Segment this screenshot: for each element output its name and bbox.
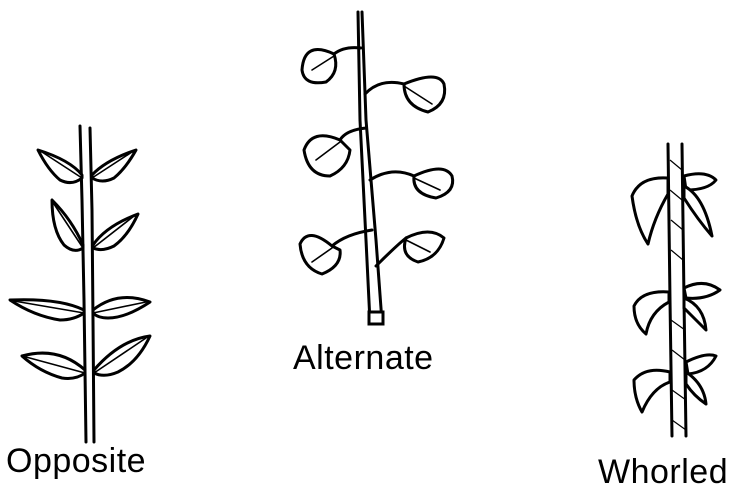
label-whorled: Whorled xyxy=(598,455,728,489)
label-alternate: Alternate xyxy=(293,341,434,375)
label-opposite: Opposite xyxy=(6,444,146,478)
alternate-plant-drawing xyxy=(300,12,453,324)
opposite-plant-drawing xyxy=(10,126,150,442)
whorled-plant-drawing xyxy=(632,144,720,436)
